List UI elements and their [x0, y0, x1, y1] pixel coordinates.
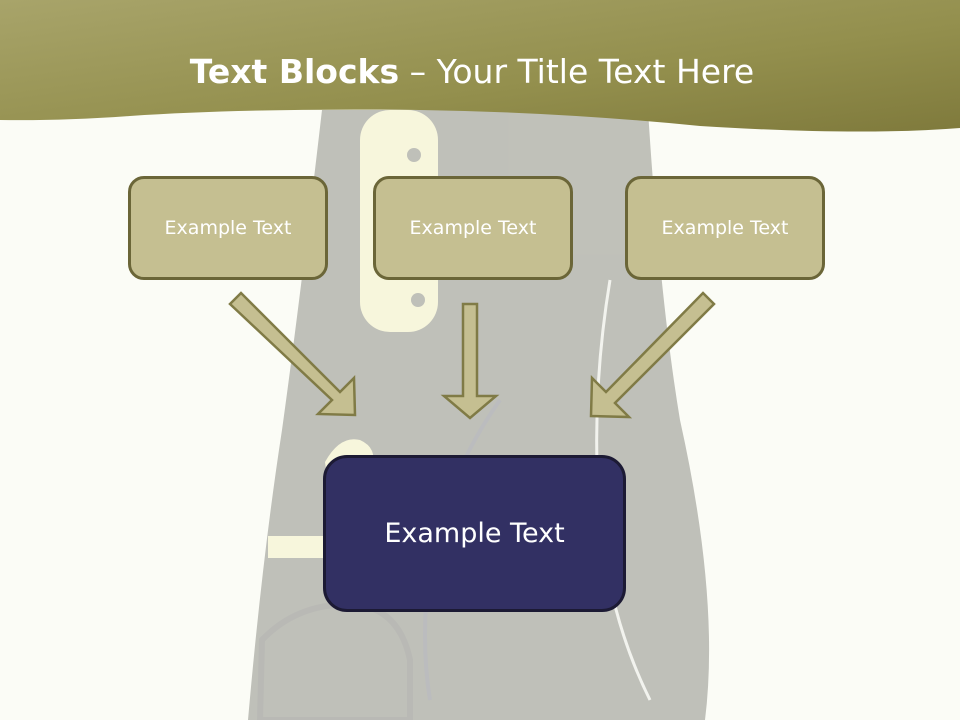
title-rest: – Your Title Text Here [399, 52, 755, 91]
page-title: Text Blocks – Your Title Text Here [0, 52, 944, 91]
text-block-2[interactable]: Example Text [373, 176, 573, 280]
arrow-middle [440, 302, 500, 420]
arrows [228, 291, 716, 420]
text-block-3[interactable]: Example Text [625, 176, 825, 280]
header-band [0, 0, 960, 132]
text-block-2-label: Example Text [409, 217, 537, 239]
text-block-1-label: Example Text [164, 217, 292, 239]
arrow-left [228, 291, 357, 417]
main-text-block[interactable]: Example Text [323, 455, 626, 612]
main-text-block-label: Example Text [384, 518, 565, 549]
text-block-1[interactable]: Example Text [128, 176, 328, 280]
title-bold: Text Blocks [189, 52, 400, 91]
arrow-right [589, 291, 716, 419]
text-block-3-label: Example Text [661, 217, 789, 239]
